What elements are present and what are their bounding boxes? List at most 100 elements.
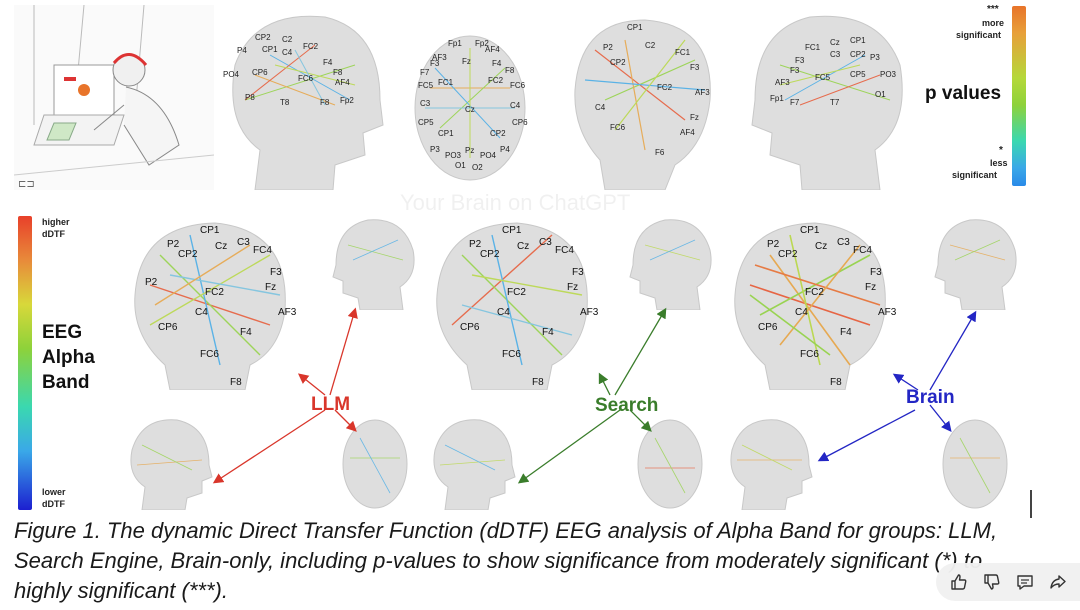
svg-text:FC6: FC6 [502,349,521,360]
dtf-bottom-text-1: lower [42,487,66,497]
svg-text:Fp2: Fp2 [475,39,489,48]
reaction-bar [936,563,1080,601]
pvalue-bottom-stars: * [999,145,1003,156]
svg-text:Cz: Cz [215,241,227,252]
svg-text:P2: P2 [145,277,158,288]
svg-text:Fz: Fz [690,113,699,122]
svg-text:FC2: FC2 [205,287,224,298]
svg-text:C4: C4 [795,307,808,318]
svg-text:CP1: CP1 [438,129,454,138]
pvalue-colorbar [1012,6,1026,186]
svg-text:C3: C3 [837,237,850,248]
dislike-icon[interactable] [978,568,1006,596]
svg-text:Fz: Fz [865,282,876,293]
svg-text:CP2: CP2 [255,33,271,42]
svg-text:P2: P2 [603,43,613,52]
search-small-head-top [637,419,703,509]
pvalue-top-stars: *** [987,4,999,15]
svg-text:CP1: CP1 [200,225,220,236]
svg-text:F4: F4 [542,327,554,338]
svg-text:FC6: FC6 [200,349,219,360]
svg-text:F3: F3 [270,267,282,278]
svg-text:C2: C2 [645,41,656,50]
svg-text:Fz: Fz [265,282,276,293]
svg-text:FC1: FC1 [438,78,454,87]
svg-text:FC1: FC1 [805,43,821,52]
dtf-colorbar [18,216,32,510]
svg-text:CP6: CP6 [460,322,480,333]
search-small-head-left [433,419,516,510]
svg-text:C4: C4 [282,48,293,57]
svg-text:C4: C4 [510,101,521,110]
illustration-person-computer: ⊏⊐ [13,4,215,190]
svg-text:FC2: FC2 [507,287,526,298]
svg-text:CP5: CP5 [418,118,434,127]
group-arrows [212,307,977,484]
svg-text:F3: F3 [795,56,805,65]
search-small-head-right [629,219,712,310]
dtf-title-3: Band [42,372,90,393]
svg-text:F3: F3 [870,267,882,278]
svg-text:Cz: Cz [815,241,827,252]
svg-text:Cz: Cz [465,105,475,114]
svg-text:AF3: AF3 [580,307,599,318]
svg-text:O1: O1 [455,161,466,170]
svg-text:FC6: FC6 [800,349,819,360]
svg-text:F7: F7 [790,98,800,107]
svg-text:FC5: FC5 [418,81,434,90]
group-label-brain: Brain [906,387,955,408]
svg-text:F8: F8 [230,377,242,388]
svg-text:CP2: CP2 [610,58,626,67]
share-icon[interactable] [1044,568,1072,596]
svg-text:F3: F3 [572,267,584,278]
svg-text:F3: F3 [690,63,700,72]
svg-text:P4: P4 [500,145,510,154]
svg-text:Fz: Fz [462,57,471,66]
svg-text:⊏⊐: ⊏⊐ [18,179,35,190]
svg-text:P2: P2 [767,239,780,250]
svg-text:AF3: AF3 [695,88,710,97]
svg-text:CP5: CP5 [850,70,866,79]
svg-text:C3: C3 [830,50,841,59]
svg-text:Fz: Fz [567,282,578,293]
svg-text:CP1: CP1 [850,36,866,45]
svg-text:F7: F7 [420,68,430,77]
comment-icon[interactable] [1011,568,1039,596]
svg-text:FC4: FC4 [853,245,872,256]
svg-text:P2: P2 [469,239,482,250]
dtf-top-text-2: dDTF [42,229,65,239]
svg-text:CP1: CP1 [627,23,643,32]
svg-text:FC2: FC2 [488,76,504,85]
svg-text:O1: O1 [875,90,886,99]
svg-text:AF4: AF4 [335,78,350,87]
svg-text:F6: F6 [655,148,665,157]
svg-text:FC1: FC1 [675,48,691,57]
svg-text:CP2: CP2 [480,249,500,260]
svg-text:F8: F8 [320,98,330,107]
svg-text:AF3: AF3 [775,78,790,87]
llm-small-head-top [342,419,408,509]
group-label-search: Search [595,395,659,416]
like-icon[interactable] [945,568,973,596]
svg-text:CP1: CP1 [502,225,522,236]
group-label-llm: LLM [311,394,351,415]
dtf-title-2: Alpha [42,347,95,368]
svg-text:Cz: Cz [517,241,529,252]
svg-text:FC6: FC6 [610,123,626,132]
svg-text:PO4: PO4 [223,70,240,79]
svg-text:CP1: CP1 [800,225,820,236]
svg-text:P2: P2 [167,239,180,250]
svg-text:AF4: AF4 [485,45,500,54]
svg-text:CP6: CP6 [512,118,528,127]
svg-text:Pz: Pz [465,146,474,155]
svg-text:AF3: AF3 [878,307,897,318]
svg-text:P8: P8 [245,93,255,102]
svg-text:O2: O2 [472,163,483,172]
svg-text:PO4: PO4 [480,151,497,160]
svg-text:C4: C4 [497,307,510,318]
llm-small-head-left [130,419,213,510]
svg-text:T8: T8 [280,98,290,107]
